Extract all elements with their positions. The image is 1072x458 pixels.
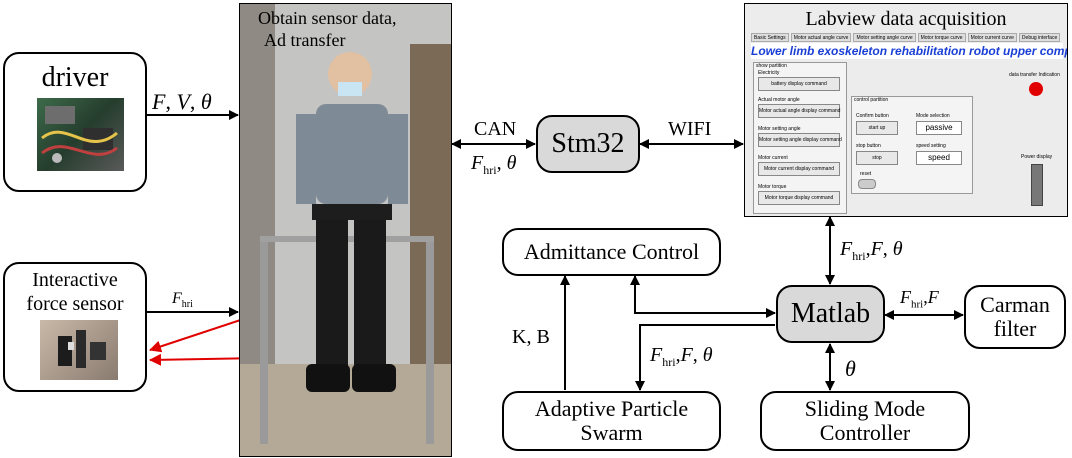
stop-button-label: stop button — [856, 143, 881, 149]
label-matlab-carman: Fhri,F — [900, 287, 939, 311]
matlab-box: Matlab — [776, 285, 885, 343]
labview-tab[interactable]: Motor torque curve — [917, 33, 966, 42]
confirm-button-label: Confirm button — [856, 113, 889, 119]
labview-banner: Lower limb exoskeleton rehabilitation ro… — [751, 43, 1068, 59]
photo-title-2: Ad transfer — [264, 30, 346, 50]
force-sensor-label-2: force sensor — [26, 293, 124, 315]
smc-label-2: Controller — [819, 420, 911, 445]
driver-board-image — [37, 98, 124, 171]
motor-setting-angle-button[interactable]: Motor setting angle display command — [758, 133, 842, 147]
control-partition-label: control partition — [854, 97, 889, 103]
stm32-label: Stm32 — [551, 128, 625, 159]
left-item-label: Electricity — [758, 70, 780, 76]
smc-label-1: Sliding Mode — [804, 396, 926, 421]
label-kb: K, B — [512, 326, 550, 348]
stop-button[interactable]: stop — [856, 151, 898, 165]
exoskeleton-photo: Obtain sensor data, Ad transfer — [239, 3, 452, 457]
force-sensor-label-1: Interactive — [32, 269, 118, 291]
labview-tab[interactable]: Motor actual angle curve — [790, 33, 852, 42]
label-can: CAN — [474, 118, 517, 140]
carman-label-1: Carman — [980, 292, 1050, 317]
smc-box: Sliding Mode Controller — [760, 391, 970, 451]
admittance-label: Admittance Control — [523, 239, 700, 264]
label-matlab-apso: Fhri,F, θ — [650, 344, 713, 369]
labview-tab[interactable]: Motor setting angle curve — [853, 33, 916, 42]
labview-tab[interactable]: Debug interface — [1018, 33, 1061, 42]
label-matlab-smc: θ — [845, 356, 856, 381]
battery-display-button[interactable]: battery display command — [758, 77, 840, 91]
admittance-control-box: Admittance Control — [502, 228, 721, 276]
apso-label-2: Swarm — [580, 420, 643, 445]
arrow-matlab-admittance — [630, 275, 776, 318]
show-partition-label: show partition — [756, 63, 787, 69]
labview-tab[interactable]: Basic Settings — [751, 33, 789, 42]
labview-show-partition: show partition Electricity battery displ… — [753, 62, 847, 214]
data-transfer-led — [1029, 82, 1043, 96]
left-item-label: Motor current — [758, 155, 788, 161]
motor-torque-button[interactable]: Motor torque display command — [758, 191, 840, 205]
left-item-label: Motor setting angle — [758, 126, 801, 132]
speed-setting-label: speed setting — [916, 143, 946, 149]
label-sensor-photo: Fhri — [172, 290, 193, 311]
apso-box: Adaptive Particle Swarm — [502, 391, 721, 451]
label-wifi: WIFI — [668, 118, 712, 140]
mode-select[interactable]: passive — [916, 121, 962, 135]
left-item-label: Motor torque — [758, 184, 787, 190]
power-display-label: Power display — [1021, 154, 1053, 160]
carman-label-2: filter — [993, 316, 1037, 341]
stm32-box: Stm32 — [536, 115, 640, 173]
labview-tabs: Basic Settings Motor actual angle curve … — [751, 33, 1063, 42]
left-item-label: Actual motor angle — [758, 97, 800, 103]
labview-control-partition: control partition Confirm button start u… — [851, 96, 973, 194]
driver-label: driver — [41, 62, 109, 93]
reset-toggle[interactable] — [858, 179, 876, 189]
force-sensor-image — [40, 320, 118, 380]
labview-panel: Labview data acquisition Basic Settings … — [744, 3, 1068, 217]
apso-label-1: Adaptive Particle — [534, 396, 689, 421]
motor-current-button[interactable]: Motor current display command — [758, 162, 840, 176]
label-driver-photo: F, V, θ — [152, 89, 212, 114]
label-can-sub: Fhri, θ — [471, 152, 517, 177]
mode-selection-label: Mode selection — [916, 113, 950, 119]
motor-actual-angle-button[interactable]: Motor actual angle display command — [758, 104, 840, 118]
arrow-matlab-apso — [635, 324, 775, 391]
labview-tab[interactable]: Motor current curve — [967, 33, 1017, 42]
power-gauge — [1031, 164, 1043, 206]
data-transfer-indication-label: data transfer Indication — [1009, 72, 1060, 78]
speed-select[interactable]: speed — [916, 151, 962, 165]
reset-label: reset — [860, 171, 872, 177]
labview-title: Labview data acquisition — [805, 8, 1007, 30]
label-labview-matlab: Fhri,F, θ — [840, 238, 903, 263]
photo-title-1: Obtain sensor data, — [258, 8, 397, 28]
carman-filter-box: Carman filter — [964, 285, 1066, 349]
start-up-button[interactable]: start up — [856, 121, 898, 135]
matlab-label: Matlab — [790, 298, 871, 329]
